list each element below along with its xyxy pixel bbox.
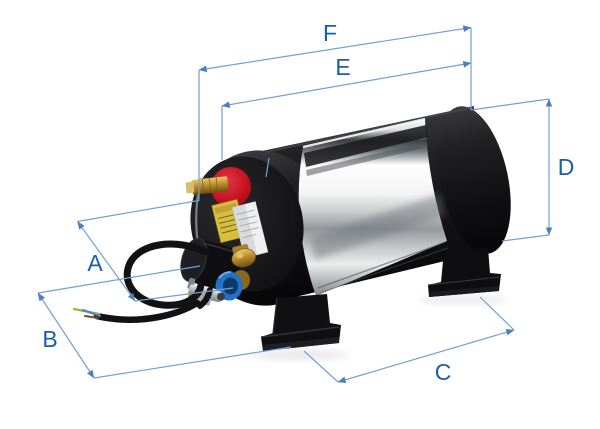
front-foot bbox=[260, 294, 341, 351]
dimension-d: D bbox=[545, 98, 575, 236]
front-foot-shadow bbox=[250, 349, 350, 361]
dimension-b: B bbox=[37, 292, 95, 379]
stainless-shell bbox=[298, 117, 449, 296]
spec-label bbox=[231, 201, 269, 259]
dimension-label-d: D bbox=[558, 154, 575, 180]
dimension-label-a: A bbox=[87, 250, 103, 276]
dimension-label-f: F bbox=[323, 20, 337, 46]
rear-foot bbox=[427, 248, 501, 297]
dimension-label-b: B bbox=[42, 326, 57, 352]
dimension-a: A bbox=[77, 221, 136, 302]
dimension-annotations: F E D A B C bbox=[37, 20, 575, 385]
dimension-label-e: E bbox=[335, 54, 350, 80]
water-heater-illustration bbox=[72, 106, 511, 361]
dimension-e: E bbox=[221, 54, 472, 108]
pressure-relief-valve bbox=[185, 167, 251, 207]
dimension-c: C bbox=[337, 328, 515, 385]
dimension-label-c: C bbox=[435, 359, 452, 385]
brass-elbow-fitting bbox=[231, 244, 256, 268]
